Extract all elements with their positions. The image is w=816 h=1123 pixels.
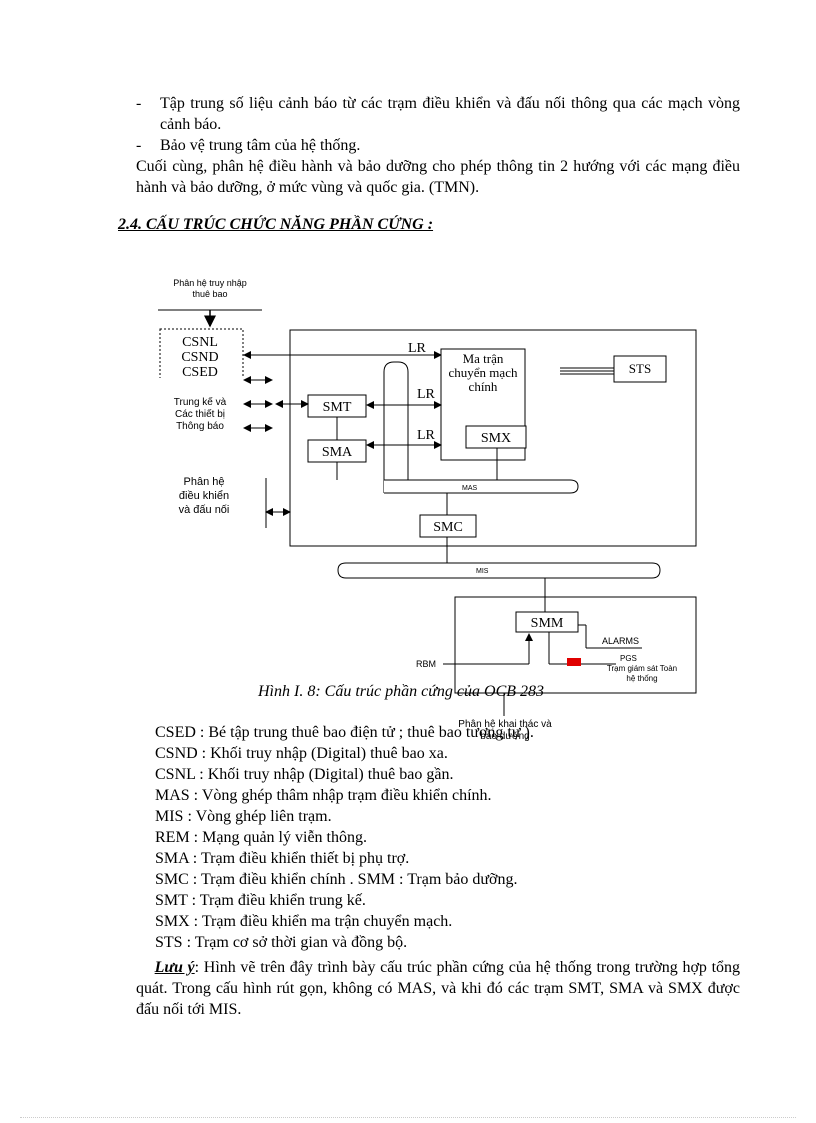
legend-row: REM : Mạng quản lý viễn thông. bbox=[155, 829, 367, 846]
control-label-line3: và đấu nối bbox=[179, 504, 230, 516]
matrix-label-line3: chính bbox=[469, 379, 498, 394]
smm-box bbox=[515, 611, 579, 633]
legend-row: CSNL : Khối truy nhập (Digital) thuê bao… bbox=[155, 766, 454, 783]
csn-clip bbox=[158, 378, 248, 386]
smc-label: SMC bbox=[433, 520, 463, 535]
legend-row: CSND : Khối truy nhập (Digital) thuê bao… bbox=[155, 745, 448, 762]
csnd-label: CSND bbox=[181, 350, 218, 365]
legend-row: SMX : Trạm điều khiển ma trận chuyển mạc… bbox=[155, 913, 453, 930]
mas-label: MAS bbox=[462, 485, 478, 492]
note-label: Lưu ý bbox=[154, 959, 195, 976]
pgs-desc-line1: Trạm giám sát Toàn bbox=[607, 664, 677, 673]
ops-label-line1: Phân hệ khai thác và bbox=[458, 719, 552, 730]
matrix-label-line1: Ma trận bbox=[463, 351, 504, 366]
bullet-dash: - bbox=[136, 137, 142, 154]
abbreviation-list: CSED : Bé tập trung thuê bao điện tử ; t… bbox=[155, 722, 755, 953]
legend-row: SMA : Trạm điều khiển thiết bị phụ trợ. bbox=[155, 850, 410, 867]
figure-caption: Hình I. 8: Cấu trúc phần cứng của OCB 28… bbox=[258, 683, 545, 700]
smx-box bbox=[465, 425, 527, 449]
pgs-desc-line2: hệ thống bbox=[626, 674, 657, 683]
lr-label-bottom: LR bbox=[417, 428, 436, 443]
smt-label: SMT bbox=[323, 400, 352, 415]
mis-label: MIS bbox=[476, 568, 489, 575]
rbm-label: RBM bbox=[416, 659, 436, 669]
legend-row: SMT : Trạm điều khiển trung kế. bbox=[155, 892, 366, 909]
intro-paragraph: Cuối cùng, phân hệ điều hành và bảo dưỡn… bbox=[136, 158, 740, 196]
csed-label: CSED bbox=[182, 365, 218, 380]
control-subsystem-box bbox=[289, 329, 697, 547]
smx-label: SMX bbox=[481, 431, 511, 446]
smc-box bbox=[419, 514, 477, 538]
mis-bus bbox=[337, 562, 661, 579]
access-label-line2: thuê bao bbox=[192, 289, 227, 299]
ops-subsystem-box bbox=[454, 596, 697, 694]
access-label-line1: Phân hệ truy nhập bbox=[173, 278, 247, 288]
note-paragraph: Lưu ý: Hình vẽ trên đây trình bày cấu tr… bbox=[136, 957, 740, 1020]
matrix-label-line2: chuyển mạch bbox=[449, 365, 518, 380]
trunk-label-line1: Trung kế và bbox=[174, 396, 227, 408]
trunk-label-line3: Thông báo bbox=[176, 421, 224, 432]
pgs-indicator bbox=[567, 658, 581, 666]
bullet-dash: - bbox=[136, 95, 142, 112]
trunk-label-line2: Các thiết bị bbox=[175, 408, 225, 420]
sts-label: STS bbox=[629, 361, 651, 376]
smm-label: SMM bbox=[531, 616, 564, 631]
bullet-text: Bảo vệ trung tâm của hệ thống. bbox=[160, 137, 361, 154]
control-label-line2: điều khiển bbox=[179, 490, 229, 502]
bullet-text: Tập trung số liệu cảnh báo từ các trạm đ… bbox=[160, 95, 740, 133]
alarms-label: ALARMS bbox=[602, 636, 639, 646]
legend-row: MIS : Vòng ghép liên trạm. bbox=[155, 808, 332, 825]
lr-label-mid: LR bbox=[417, 387, 436, 402]
section-heading: 2.4. CẤU TRÚC CHỨC NĂNG PHẦN CỨNG : bbox=[118, 216, 434, 233]
legend-row: SMC : Trạm điều khiển chính . SMM : Trạm… bbox=[155, 871, 518, 888]
mas-bus bbox=[384, 479, 579, 494]
legend-row: STS : Trạm cơ sở thời gian và đồng bộ. bbox=[155, 934, 408, 951]
legend-row: MAS : Vòng ghép thâm nhập trạm điều khiể… bbox=[155, 787, 492, 804]
ops-label-line2: bảo dưỡng bbox=[480, 731, 529, 742]
sts-box bbox=[613, 355, 667, 383]
note-text: : Hình vẽ trên đây trình bày cấu trúc ph… bbox=[136, 959, 741, 1018]
page-bottom-rule bbox=[20, 1117, 796, 1118]
legend-row: CSED : Bé tập trung thuê bao điện tử ; t… bbox=[155, 724, 534, 741]
control-label-line1: Phân hệ bbox=[184, 476, 225, 488]
csnl-label: CSNL bbox=[182, 335, 218, 350]
lr-label-top: LR bbox=[408, 341, 427, 356]
sma-label: SMA bbox=[322, 445, 353, 460]
mas-loop bbox=[383, 361, 409, 493]
pgs-label: PGS bbox=[620, 654, 637, 663]
ops-label-bg bbox=[446, 716, 568, 742]
